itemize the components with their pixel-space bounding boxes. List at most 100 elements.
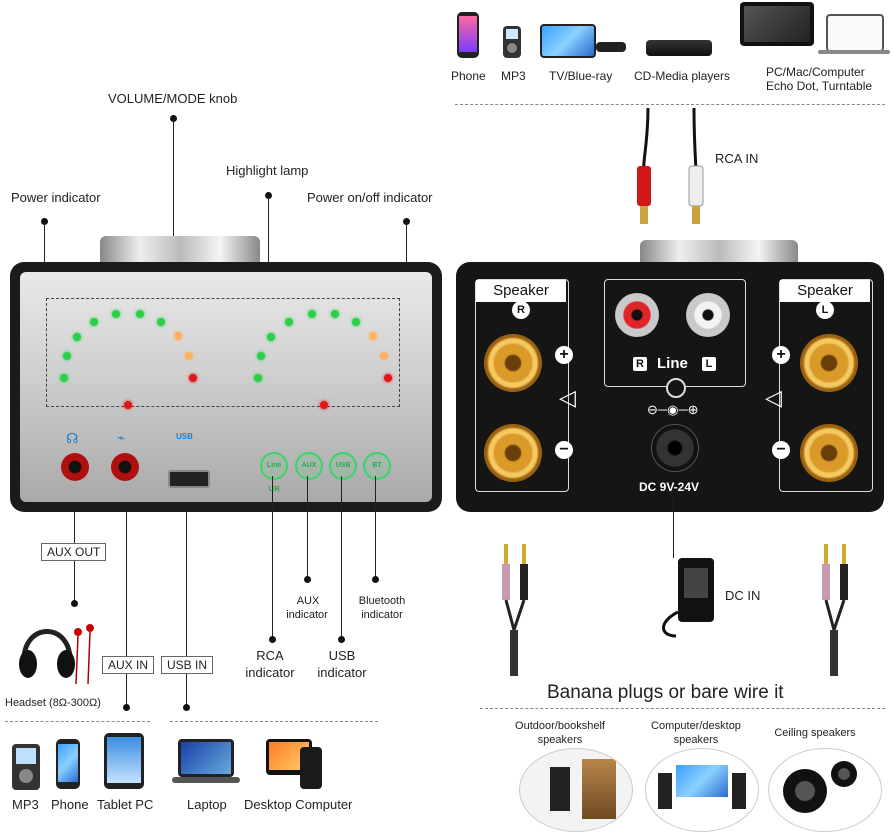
bottom-laptop-image	[178, 739, 234, 777]
speaker-l-plus-icon: +	[772, 346, 790, 364]
headset-image	[19, 624, 94, 685]
source-tv-label: TV/Blue-ray	[549, 69, 613, 83]
speaker-r-minus-icon: −	[555, 441, 573, 459]
computer-speakers-label-2: speakers	[673, 734, 719, 746]
headphone-icon: ☊	[66, 430, 79, 446]
vu-led	[285, 318, 293, 326]
outdoor-speakers-label-2: speakers	[537, 734, 583, 746]
vu-led	[369, 332, 377, 340]
line-l-mark: L	[702, 357, 716, 371]
source-laptop-base	[818, 50, 890, 54]
source-mp3-image	[503, 26, 521, 58]
aux-indicator-label-1: AUX	[296, 595, 320, 607]
highlight-lamp-pointer-dot	[265, 192, 272, 199]
vu-led	[384, 374, 392, 382]
bottom-left-divider	[5, 721, 150, 722]
bottom-mp3-image	[12, 744, 40, 790]
vu-led	[267, 333, 275, 341]
aux-out-label: AUX OUT	[41, 543, 107, 561]
usb-indicator-label-1: USB	[328, 648, 356, 663]
dc-polarity-icon: ⊖─◉─⊕	[647, 402, 699, 417]
rca-indicator-dot	[269, 636, 276, 643]
bluetooth-indicator-label-1: Bluetooth	[358, 595, 406, 607]
volume-knob-label: VOLUME/MODE knob	[108, 91, 238, 106]
aux-indicator-line	[307, 476, 308, 579]
line-connector-icon	[666, 378, 686, 398]
source-laptop-image	[826, 14, 884, 52]
aux-in-jack[interactable]	[111, 453, 139, 481]
bottom-laptop-base	[172, 777, 240, 783]
power-onoff-label: Power on/off indicator	[307, 190, 433, 205]
dc-power-jack[interactable]	[651, 424, 699, 472]
vu-led	[174, 332, 182, 340]
rca-indicator-label-2: indicator	[245, 665, 295, 680]
aux-out-dot	[71, 600, 78, 607]
aux-out-jack[interactable]	[61, 453, 89, 481]
bluetooth-indicator-label-2: indicator	[361, 609, 403, 621]
source-phone-image	[457, 12, 479, 58]
rca-indicator-line	[272, 476, 273, 639]
rear-knob-top	[640, 240, 798, 264]
vu-led	[112, 310, 120, 318]
bottom-phone-label: Phone	[51, 797, 89, 812]
vu-led	[90, 318, 98, 326]
volume-knob[interactable]	[100, 236, 260, 264]
speakers-divider	[480, 708, 885, 709]
source-cd-player-image	[646, 40, 712, 56]
source-mp3-label: MP3	[501, 69, 526, 83]
speaker-r-mark: R	[512, 301, 530, 319]
aux-cable-icon: ⌁	[117, 430, 125, 445]
highlight-lamp-pointer-line	[268, 196, 269, 297]
bluetooth-indicator: BT	[363, 452, 391, 480]
speaker-l-positive-post[interactable]	[800, 334, 858, 392]
vu-led	[136, 310, 144, 318]
aux-indicator-label-2: indicator	[286, 609, 328, 621]
bottom-mp3-label: MP3	[12, 797, 39, 812]
vu-led	[73, 333, 81, 341]
source-cd-label: CD-Media players	[634, 69, 731, 83]
usb-port[interactable]	[168, 470, 210, 488]
speaker-l-title: Speaker	[780, 280, 870, 302]
vu-led	[257, 352, 265, 360]
highlight-lamp-label: Highlight lamp	[226, 163, 309, 178]
speaker-l-minus-icon: −	[772, 441, 790, 459]
speaker-r-positive-post[interactable]	[484, 334, 542, 392]
vu-led	[308, 310, 316, 318]
source-tv-image	[540, 24, 596, 58]
aux-in-line	[126, 512, 127, 707]
rca-in-label: RCA IN	[715, 151, 759, 166]
speaker-l-speaker-icon: ◁	[765, 385, 782, 410]
volume-knob-pointer-line	[173, 119, 174, 237]
vu-led	[331, 310, 339, 318]
dc-cable-line	[673, 496, 674, 558]
power-indicator-label: Power indicator	[11, 190, 101, 205]
source-router-image	[596, 42, 626, 52]
dc-in-label: DC IN	[725, 588, 761, 603]
headset-label: Headset (8Ω-300Ω)	[5, 697, 101, 709]
computer-speakers-label-1: Computer/desktop	[651, 720, 741, 732]
usb-indicator-line	[341, 476, 342, 639]
rca-left-jack[interactable]	[686, 293, 730, 337]
vu-led	[189, 374, 197, 382]
speaker-r-title: Speaker	[476, 280, 566, 302]
aux-indicator: AUX	[295, 452, 323, 480]
banana-plug-right-image	[822, 544, 848, 676]
vu-led	[352, 318, 360, 326]
dc-label: DC 9V-24V	[639, 480, 700, 494]
speaker-r-speaker-icon: ◁	[559, 385, 576, 410]
usb-icon: USB	[176, 432, 193, 441]
top-divider	[455, 104, 885, 105]
bottom-mid-divider	[170, 721, 378, 722]
usb-indicator-label-2: indicator	[317, 665, 367, 680]
power-indicator-led	[124, 401, 132, 409]
bottom-desktop-label: Desktop Computer	[244, 797, 353, 812]
speaker-l-mark: L	[816, 301, 834, 319]
rca-right-jack[interactable]	[615, 293, 659, 337]
speaker-r-negative-post[interactable]	[484, 424, 542, 482]
aux-indicator-dot	[304, 576, 311, 583]
usb-in-dot	[183, 704, 190, 711]
rca-indicator-label-1: RCA	[256, 648, 284, 663]
source-pc-label-line1: PC/Mac/Computer	[766, 65, 865, 79]
usb-in-line	[186, 512, 187, 707]
speaker-l-negative-post[interactable]	[800, 424, 858, 482]
